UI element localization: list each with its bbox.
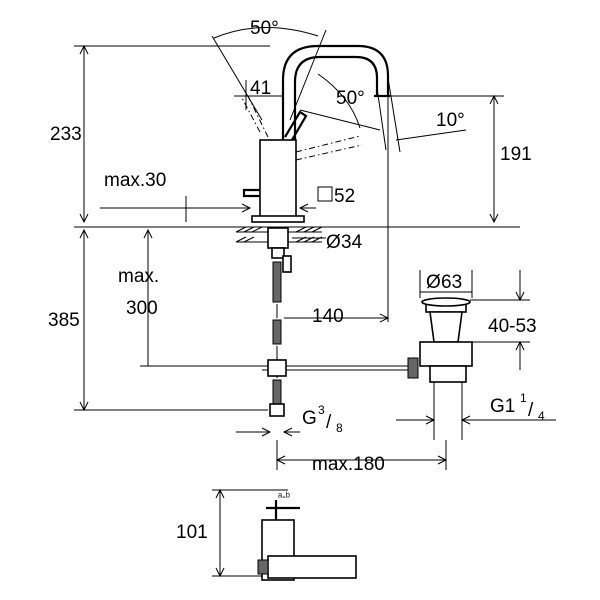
max-thickness-label: max.30: [104, 170, 166, 191]
side-height-label: 101: [176, 522, 208, 543]
svg-text:4: 4: [538, 409, 545, 423]
max-length-label-line2: 300: [126, 298, 158, 319]
countertop: [74, 226, 520, 243]
svg-text:34: 34: [341, 232, 363, 253]
svg-text:G1: G1: [490, 396, 515, 417]
svg-text:Ø: Ø: [326, 232, 341, 253]
waste-diameter-label: Ø 63: [426, 272, 462, 293]
faucet-body: [241, 44, 401, 223]
svg-text:Ø: Ø: [426, 272, 441, 293]
total-height-label: 233: [50, 124, 82, 145]
svg-text:52: 52: [334, 186, 355, 207]
svg-text:1: 1: [520, 391, 527, 405]
svg-text:/: /: [326, 412, 332, 433]
angle-handle-label: 50°: [336, 88, 365, 109]
max-length-label-line1: max.: [118, 266, 159, 287]
side-small-label: ᵃ‐ᵇ: [278, 491, 290, 503]
square-symbol-icon: [317, 186, 333, 202]
spout-reach-label: 41: [250, 78, 271, 99]
waste-range-label: 40-53: [488, 316, 537, 337]
lower-height-label: 385: [48, 310, 80, 331]
angle-top-label: 50°: [250, 18, 279, 39]
svg-text:8: 8: [336, 421, 343, 435]
svg-text:/: /: [528, 400, 534, 421]
connection-thread-label: G 3 / 8: [302, 403, 343, 435]
svg-text:G: G: [302, 408, 317, 429]
supply-hose: [267, 227, 292, 417]
spout-height-label: 191: [500, 144, 532, 165]
popup-rod: [262, 357, 419, 379]
max-depth-label: max.180: [312, 454, 385, 475]
hole-diameter-label: Ø 34: [326, 232, 363, 253]
spout-projection-label: 140: [312, 306, 344, 327]
svg-text:63: 63: [441, 272, 462, 293]
angle-spout-label: 10°: [436, 110, 465, 131]
dimension-lines: [74, 26, 556, 470]
waste-drain: [419, 297, 473, 440]
svg-text:3: 3: [318, 403, 325, 417]
side-view: [212, 488, 357, 581]
square-size-label: 52: [317, 186, 355, 207]
waste-thread-label: G1 1 / 4: [490, 391, 545, 423]
